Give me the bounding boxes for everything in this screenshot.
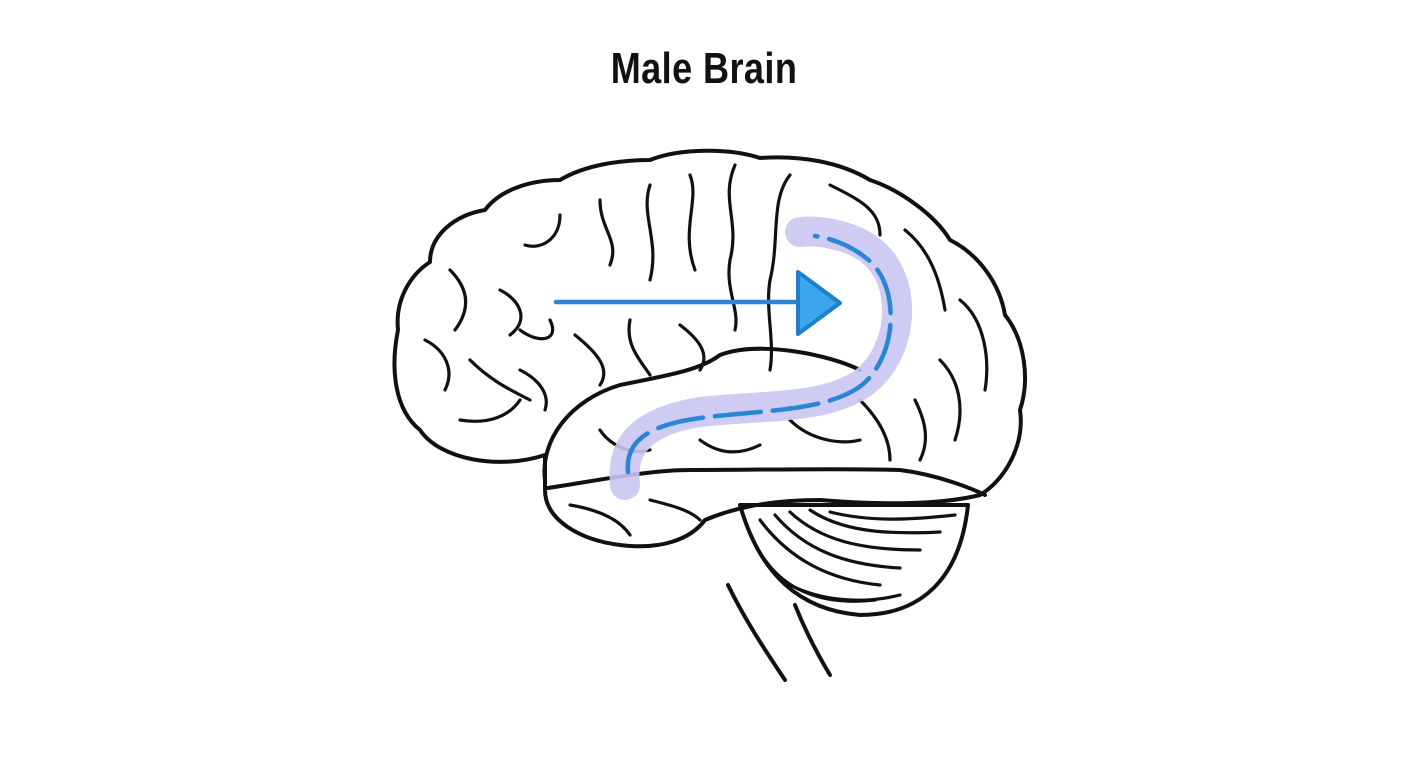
curved-pathway [625, 233, 893, 475]
brain-stem [726, 583, 832, 682]
curved-pathway-glow [609, 216, 913, 500]
cerebellum [738, 503, 970, 617]
diagram-title: Male Brain [610, 44, 798, 93]
arrow-right-icon [553, 270, 842, 336]
cerebrum [392, 148, 1027, 549]
